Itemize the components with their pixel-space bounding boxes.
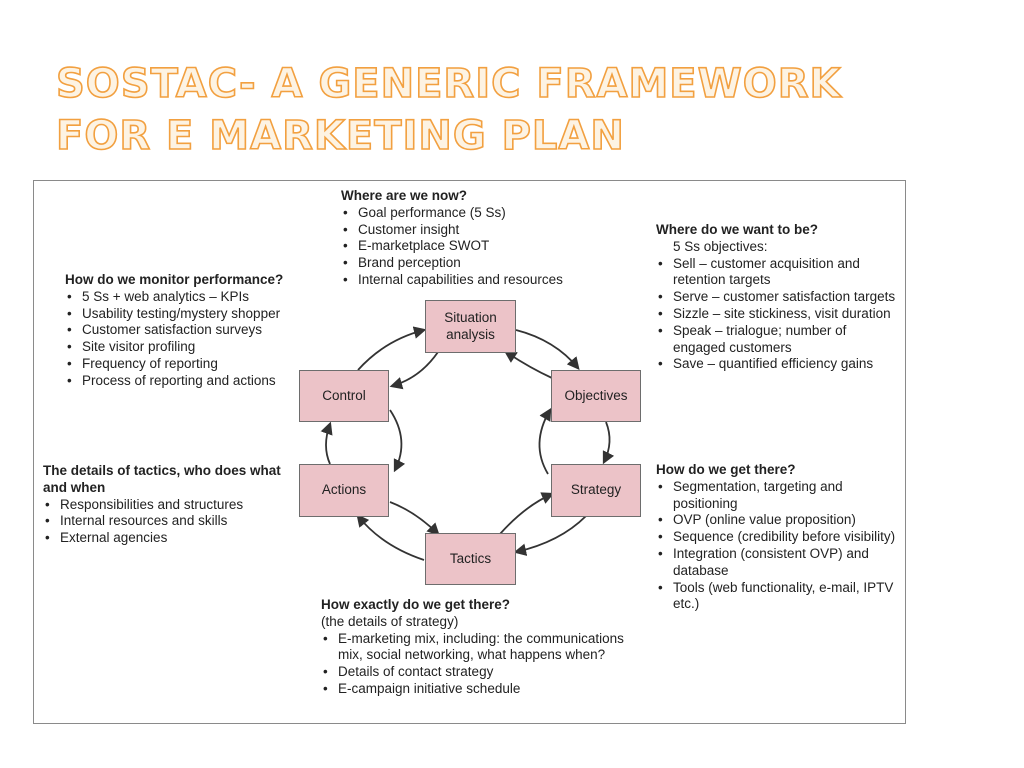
exactly-intro: (the details of strategy) (321, 613, 459, 629)
where-want-heading: Where do we want to be? (656, 222, 819, 237)
list-item: Integration (consistent OVP) and databas… (656, 546, 901, 580)
list-item: Sequence (credibility before visibility) (656, 529, 901, 546)
arrow-control-to-situation (357, 326, 427, 371)
slide-title-line-2: for E Marketing Plan (55, 112, 625, 160)
list-item: Goal performance (5 Ss) (341, 205, 631, 222)
list-item: External agencies (43, 530, 293, 547)
list-item: Internal capabilities and resources (341, 272, 631, 289)
list-item: Sell – customer acquisition and retentio… (656, 256, 901, 290)
where-are-we-now-heading: Where are we now? (341, 188, 468, 203)
details-of-tactics-block: The details of tactics, who does what an… (43, 463, 293, 547)
where-do-we-want-to-be-block: Where do we want to be? 5 Ss objectives:… (656, 222, 901, 373)
node-situation-analysis: Situation analysis (425, 300, 516, 353)
node-actions: Actions (299, 464, 389, 517)
list-item: Usability testing/mystery shopper (65, 306, 310, 323)
list-item: Details of contact strategy (321, 664, 633, 681)
arrow-objectives-to-strategy (602, 421, 615, 465)
list-item: 5 Ss + web analytics – KPIs (65, 289, 310, 306)
list-item: Internal resources and skills (43, 513, 293, 530)
slide-title-line-1: SOSTAC- A Generic Framework (55, 60, 842, 108)
list-item: Responsibilities and structures (43, 497, 293, 514)
node-strategy: Strategy (551, 464, 641, 517)
list-item: Tools (web functionality, e-mail, IPTV e… (656, 580, 901, 614)
arrow-control-to-actions (389, 409, 406, 473)
list-item: Customer satisfaction surveys (65, 322, 310, 339)
arrow-tactics-to-strategy (499, 492, 555, 535)
list-item: Sizzle – site stickiness, visit duration (656, 306, 901, 323)
list-item: OVP (online value proposition) (656, 512, 901, 529)
get-there-heading: How do we get there? (656, 462, 796, 477)
where-are-we-now-block: Where are we now? Goal performance (5 Ss… (341, 188, 631, 289)
arrow-strategy-to-tactics (513, 515, 587, 556)
monitor-performance-block: How do we monitor performance? 5 Ss + we… (65, 272, 310, 390)
arrow-tactics-to-actions (356, 514, 425, 561)
arrow-actions-to-tactics (389, 501, 440, 536)
details-tactics-heading: The details of tactics, who does what an… (43, 463, 281, 495)
node-objectives: Objectives (551, 370, 641, 422)
list-item: Frequency of reporting (65, 356, 310, 373)
how-do-we-get-there-block: How do we get there? Segmentation, targe… (656, 462, 901, 613)
slide-title: SOSTAC- A Generic Framework for E Market… (55, 58, 842, 162)
list-item: Serve – customer satisfaction targets (656, 289, 901, 306)
arrow-objectives-to-situation (503, 350, 553, 379)
how-exactly-block: How exactly do we get there? (the detail… (321, 597, 633, 698)
arrow-situation-to-objectives (515, 329, 580, 370)
list-item: Segmentation, targeting and positioning (656, 479, 901, 513)
list-item: Site visitor profiling (65, 339, 310, 356)
arrow-actions-to-control (320, 421, 333, 465)
where-want-intro: 5 Ss objectives: (673, 238, 768, 254)
list-item: E-marketplace SWOT (341, 238, 631, 255)
arrow-strategy-to-objectives (538, 407, 552, 475)
list-item: Save – quantified efficiency gains (656, 356, 901, 373)
arrow-situation-to-control (389, 351, 439, 390)
node-control: Control (299, 370, 389, 422)
node-tactics: Tactics (425, 533, 516, 585)
list-item: Brand perception (341, 255, 631, 272)
exactly-heading: How exactly do we get there? (321, 597, 511, 612)
list-item: E-campaign initiative schedule (321, 681, 633, 698)
list-item: Process of reporting and actions (65, 373, 310, 390)
list-item: Speak – trialogue; number of engaged cus… (656, 323, 901, 357)
monitor-heading: How do we monitor performance? (65, 272, 284, 287)
list-item: Customer insight (341, 222, 631, 239)
list-item: E-marketing mix, including: the communic… (321, 631, 633, 665)
